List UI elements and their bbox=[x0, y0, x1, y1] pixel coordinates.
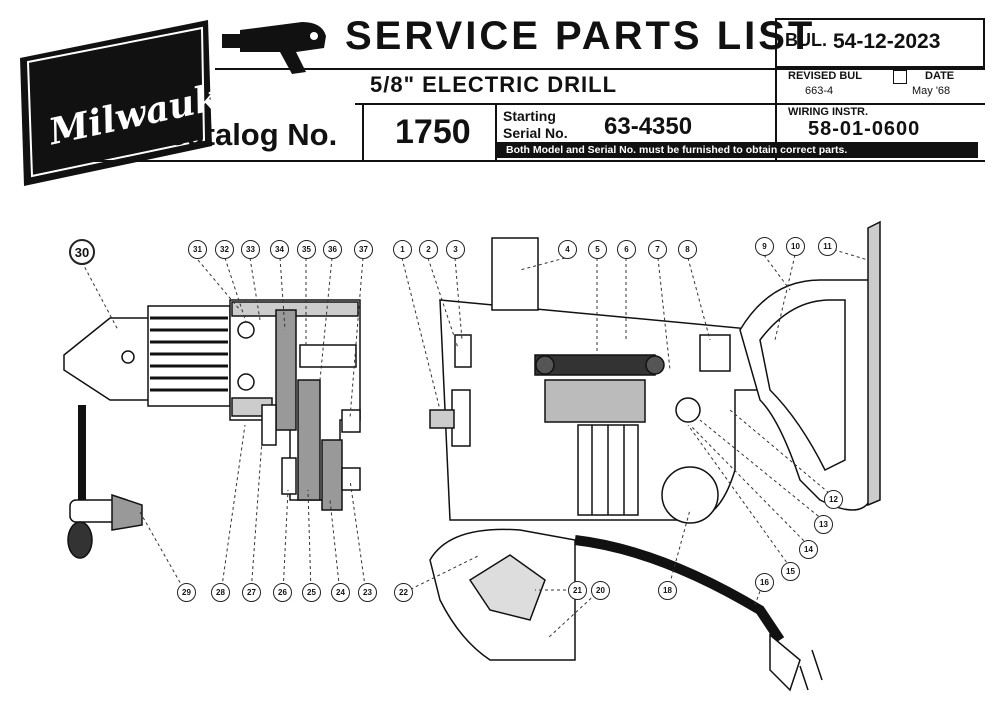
divider bbox=[85, 160, 985, 162]
divider bbox=[775, 68, 777, 160]
date-value: May '68 bbox=[912, 85, 951, 97]
bulletin-number: 54-12-2023 bbox=[833, 30, 941, 53]
callout-25: 25 bbox=[302, 583, 321, 602]
callout-23: 23 bbox=[358, 583, 377, 602]
catalog-label: Catalog No. bbox=[165, 117, 338, 152]
wiring-number: 58-01-0600 bbox=[808, 118, 921, 140]
callout-13: 13 bbox=[814, 515, 833, 534]
catalog-number: 1750 bbox=[395, 113, 471, 151]
callout-6: 6 bbox=[617, 240, 636, 259]
callout-1: 1 bbox=[393, 240, 412, 259]
callout-7: 7 bbox=[648, 240, 667, 259]
serial-label: Serial No. bbox=[503, 125, 568, 141]
callout-36: 36 bbox=[323, 240, 342, 259]
callout-32: 32 bbox=[215, 240, 234, 259]
callout-10: 10 bbox=[786, 237, 805, 256]
notice-bar: Both Model and Serial No. must be furnis… bbox=[496, 142, 978, 158]
callout-15: 15 bbox=[781, 562, 800, 581]
callout-9: 9 bbox=[755, 237, 774, 256]
callout-20: 20 bbox=[591, 581, 610, 600]
callout-12: 12 bbox=[824, 490, 843, 509]
callout-31: 31 bbox=[188, 240, 207, 259]
callout-33: 33 bbox=[241, 240, 260, 259]
divider bbox=[777, 103, 985, 105]
revised-label: REVISED BUL bbox=[788, 70, 862, 82]
callout-29: 29 bbox=[177, 583, 196, 602]
checkbox-icon bbox=[893, 70, 907, 84]
callout-34: 34 bbox=[270, 240, 289, 259]
callout-5: 5 bbox=[588, 240, 607, 259]
bulletin-box: BUL. 54-12-2023 bbox=[775, 18, 985, 68]
callout-37: 37 bbox=[354, 240, 373, 259]
page-title: SERVICE PARTS LIST bbox=[345, 14, 816, 58]
divider bbox=[355, 103, 775, 105]
callout-30: 30 bbox=[69, 239, 95, 265]
callout-18: 18 bbox=[658, 581, 677, 600]
wiring-label: WIRING INSTR. bbox=[788, 106, 869, 118]
drill-icon bbox=[222, 14, 342, 81]
callout-8: 8 bbox=[678, 240, 697, 259]
date-label: DATE bbox=[925, 70, 955, 82]
callout-3: 3 bbox=[446, 240, 465, 259]
revised-value: 663-4 bbox=[805, 85, 834, 97]
callout-11: 11 bbox=[818, 237, 837, 256]
product-name: 5/8" ELECTRIC DRILL bbox=[370, 72, 618, 97]
serial-number: 63-4350 bbox=[604, 113, 693, 140]
divider bbox=[215, 68, 985, 70]
callout-35: 35 bbox=[297, 240, 316, 259]
starting-label: Starting bbox=[503, 108, 556, 124]
divider bbox=[362, 103, 364, 160]
callout-24: 24 bbox=[331, 583, 350, 602]
callout-21: 21 bbox=[568, 581, 587, 600]
callout-2: 2 bbox=[419, 240, 438, 259]
bulletin-label: BUL. bbox=[785, 30, 827, 50]
callout-16: 16 bbox=[755, 573, 774, 592]
callout-26: 26 bbox=[273, 583, 292, 602]
callout-14: 14 bbox=[799, 540, 818, 559]
callout-28: 28 bbox=[211, 583, 230, 602]
callout-4: 4 bbox=[558, 240, 577, 259]
callout-27: 27 bbox=[242, 583, 261, 602]
divider bbox=[495, 103, 497, 160]
callout-22: 22 bbox=[394, 583, 413, 602]
